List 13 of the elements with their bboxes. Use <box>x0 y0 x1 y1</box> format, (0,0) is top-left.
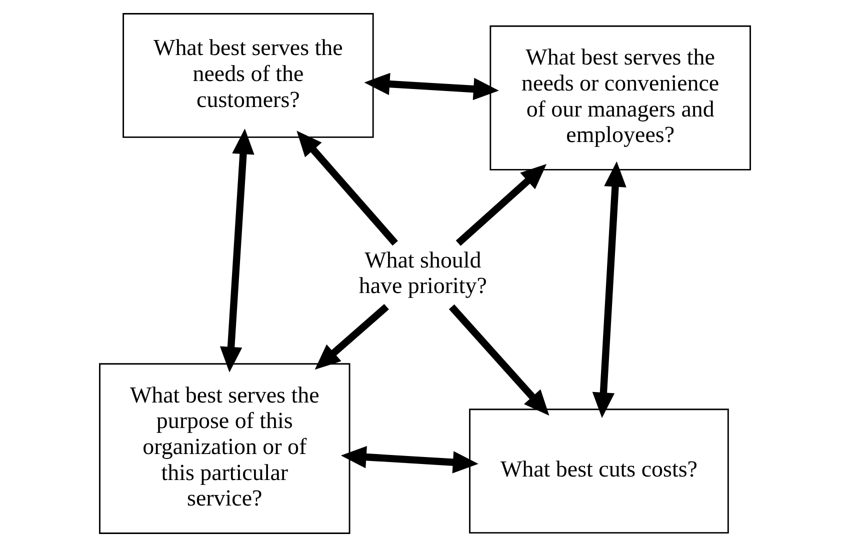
arrow <box>456 164 547 246</box>
arrow <box>314 304 389 370</box>
node-box: What best serves the needs of the customers? <box>122 13 374 138</box>
arrow <box>296 130 398 246</box>
arrow <box>220 128 254 372</box>
node-box: What best cuts costs? <box>469 408 729 534</box>
node-box: What best serves the needs or convenience of our managers and employees? <box>490 25 751 170</box>
arrow <box>448 304 550 416</box>
arrow <box>364 72 499 100</box>
node-text: What should have priority? <box>358 247 487 298</box>
node-box: What best serves the purpose of this organization or of this particular service? <box>99 363 350 534</box>
arrow <box>340 446 478 474</box>
arrow <box>592 161 626 418</box>
